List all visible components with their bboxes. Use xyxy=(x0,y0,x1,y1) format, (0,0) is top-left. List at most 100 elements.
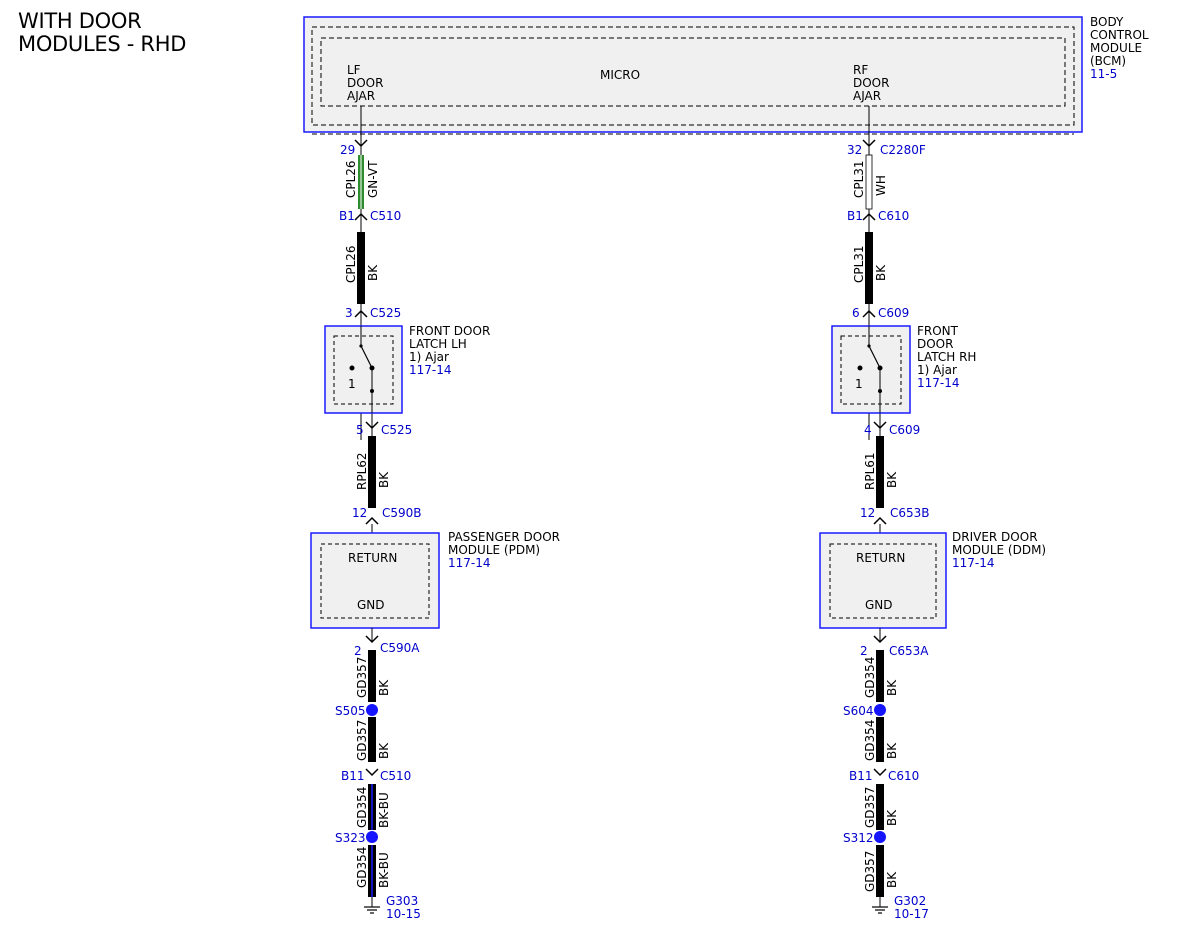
right-wire3-color: BK xyxy=(885,471,899,488)
bcm-dashed-inner xyxy=(320,37,1066,107)
left-pdm-ref: 117-14 xyxy=(448,556,491,570)
bcm-rf-line3: AJAR xyxy=(853,89,881,103)
right-wire1-color: WH xyxy=(874,175,888,196)
right-wire6-circuit: GD357 xyxy=(863,787,877,828)
right-c609-top-chevron xyxy=(862,309,876,318)
right-ground-icon xyxy=(872,897,888,914)
left-latch-dashed xyxy=(333,335,394,405)
left-wire2-color: BK xyxy=(366,264,380,281)
bcm-name-line4: (BCM) xyxy=(1090,54,1126,68)
right-wire5-circuit: GD354 xyxy=(863,720,877,761)
right-wire6-color: BK xyxy=(885,809,899,826)
left-switch-dot xyxy=(349,365,355,371)
left-wire1-color: GN-VT xyxy=(366,160,380,198)
right-wire4-color: BK xyxy=(885,679,899,696)
right-splice1-label: S604 xyxy=(843,704,874,718)
bcm-name-line3: MODULE xyxy=(1090,41,1142,55)
bcm-rf-line1: RF xyxy=(853,63,868,77)
right-switch-dot xyxy=(857,365,863,371)
right-wire2-bk xyxy=(865,232,873,304)
right-splice-s312 xyxy=(874,831,886,843)
left-latch-ref: 117-14 xyxy=(409,363,452,377)
right-latch-box xyxy=(831,325,911,414)
left-pdm-gnd: GND xyxy=(357,598,385,612)
right-c653a-conn: C653A xyxy=(889,644,929,658)
bcm-micro-label: MICRO xyxy=(600,68,640,82)
right-wire6-bk xyxy=(876,784,884,830)
right-ground-label: G302 xyxy=(894,894,926,908)
left-c590b-conn: C590B xyxy=(382,506,422,520)
right-c610b-conn: C610 xyxy=(888,769,919,783)
left-switch-bot-contact xyxy=(370,389,374,393)
right-wire1-wh xyxy=(865,154,873,210)
left-wire4-color: BK xyxy=(377,679,391,696)
right-splice2-label: S312 xyxy=(843,831,874,845)
right-wire7-color: BK xyxy=(885,871,899,888)
left-c525-bot-conn: C525 xyxy=(381,423,412,437)
left-c525-top-chevron xyxy=(354,309,368,318)
right-splice-s604 xyxy=(874,704,886,716)
left-wire5-color: BK xyxy=(377,742,391,759)
right-c653b-pin: 12 xyxy=(860,506,875,520)
right-c609-bot-chevron xyxy=(873,421,887,430)
left-wire2-circuit: CPL26 xyxy=(344,245,358,283)
left-c510b-chevron xyxy=(365,768,379,777)
bcm-rf-line2: DOOR xyxy=(853,76,889,90)
right-c610-conn: C610 xyxy=(878,209,909,223)
right-switch-bot-contact xyxy=(878,389,882,393)
left-latch-name-2: LATCH LH xyxy=(409,337,467,351)
right-wire3-bk xyxy=(876,436,884,508)
left-c510-chevron xyxy=(354,212,368,221)
right-ddm-ref: 117-14 xyxy=(952,556,995,570)
bcm-module: MICRO LF DOOR AJAR RF DOOR AJAR BODY CON… xyxy=(303,15,1149,135)
bcm-dashed-outer xyxy=(311,26,1075,126)
right-latch-name-1: FRONT xyxy=(917,324,959,338)
right-ddm-name-2: MODULE (DDM) xyxy=(952,543,1046,557)
right-latch-ref: 117-14 xyxy=(917,376,960,390)
right-wire5-bk xyxy=(876,717,884,762)
left-c590a-chevron xyxy=(365,635,379,644)
right-circuit: 32 C2280F CPL31 WH B1 C610 CPL31 BK 6 C6… xyxy=(819,106,1046,921)
bcm-name-line1: BODY xyxy=(1090,15,1124,29)
right-c609-top-conn: C609 xyxy=(878,306,909,320)
left-wire3-color: BK xyxy=(377,471,391,488)
right-bcm-connector-chevron xyxy=(862,139,876,148)
right-latch-dashed xyxy=(840,335,902,405)
left-wire2-bk xyxy=(357,232,365,304)
right-wire2-circuit: CPL31 xyxy=(852,245,866,283)
right-switch-number: 1 xyxy=(855,377,863,391)
right-ddm-return: RETURN xyxy=(856,551,905,565)
left-c525-top-pin: 3 xyxy=(345,306,353,320)
left-c590b-pin: 12 xyxy=(352,506,367,520)
bcm-lf-line2: DOOR xyxy=(347,76,383,90)
right-c653a-chevron xyxy=(873,635,887,644)
right-ddm-box xyxy=(819,532,947,629)
bcm-lf-line3: AJAR xyxy=(347,89,375,103)
left-c525-bot-pin: 5 xyxy=(356,423,364,437)
right-wire7-bk xyxy=(876,845,884,897)
right-wire7-circuit: GD357 xyxy=(863,851,877,892)
left-wire3-bk xyxy=(368,436,376,508)
right-c2280f: C2280F xyxy=(880,143,926,157)
left-ground-ref: 10-15 xyxy=(386,907,421,921)
left-c510b-conn: C510 xyxy=(380,769,411,783)
left-pdm-name-1: PASSENGER DOOR xyxy=(448,530,560,544)
left-pin-29: 29 xyxy=(340,143,355,157)
left-c590b-chevron xyxy=(365,516,379,525)
right-wire3-circuit: RPL61 xyxy=(863,452,877,490)
left-c510-conn: C510 xyxy=(370,209,401,223)
left-wire3-circuit: RPL62 xyxy=(355,452,369,490)
left-ground-icon xyxy=(364,897,380,914)
left-latch-box xyxy=(324,325,403,414)
bcm-ref: 11-5 xyxy=(1090,67,1117,81)
left-wire6-circuit: GD354 xyxy=(355,787,369,828)
left-switch-number: 1 xyxy=(348,377,356,391)
right-wire4-circuit: GD354 xyxy=(863,657,877,698)
left-pdm-return: RETURN xyxy=(348,551,397,565)
right-ddm-dashed xyxy=(829,543,937,619)
left-wire4-circuit: GD357 xyxy=(355,657,369,698)
right-c610-pin: B1 xyxy=(847,209,863,223)
left-splice-s323 xyxy=(366,831,378,843)
right-c653b-conn: C653B xyxy=(890,506,930,520)
